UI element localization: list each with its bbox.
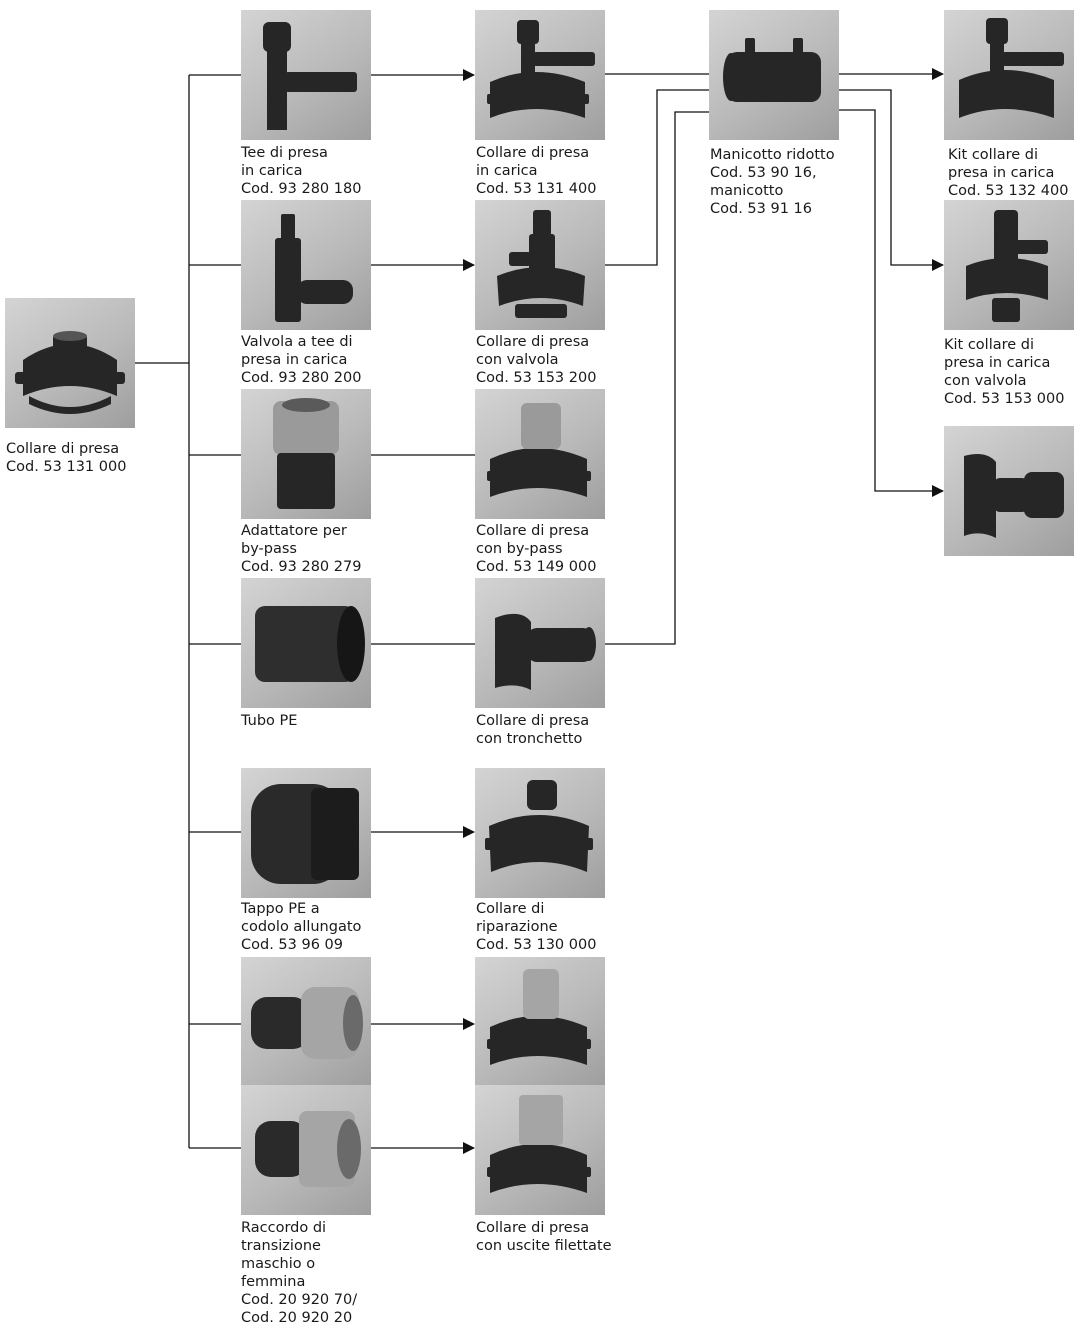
kit-caption: Kit collare di presa in carica con valvo… <box>944 337 1065 407</box>
arrow-line <box>839 109 944 497</box>
valve-tee-icon <box>241 200 371 330</box>
saddle-female-thread-icon <box>475 1085 605 1215</box>
accessory-caption: Tubo PE <box>241 713 298 729</box>
result-caption: Collare di presa con by-pass Cod. 53 149… <box>476 523 597 575</box>
saddle-tee-icon <box>475 10 605 140</box>
female-adapter-icon <box>241 1085 371 1215</box>
kit-caption: Kit collare di presa in carica Cod. 53 1… <box>948 147 1069 199</box>
coupler-caption: Manicotto ridotto Cod. 53 90 16, manicot… <box>710 147 835 217</box>
kit-valve-icon <box>944 200 1074 330</box>
pipe-icon <box>241 578 371 708</box>
saddle-male-thread-icon <box>475 957 605 1087</box>
adapter-icon <box>241 389 371 519</box>
saddle-spigot-icon <box>475 578 605 708</box>
coupler-icon <box>709 10 839 140</box>
accessory-caption: Adattatore per by-pass Cod. 93 280 279 <box>241 523 362 575</box>
coupler-link-line <box>605 89 709 266</box>
tee-icon <box>241 10 371 140</box>
accessory-caption: Raccordo di transizione maschio o femmin… <box>241 1220 358 1326</box>
kit-spigot-icon <box>944 426 1074 556</box>
accessory-caption: Tappo PE a codolo allungato Cod. 53 96 0… <box>241 901 362 953</box>
accessory-caption: Tee di presa in carica Cod. 93 280 180 <box>241 145 362 197</box>
saddle-icon <box>5 298 135 428</box>
saddle-repair-icon <box>475 768 605 898</box>
source-caption: Collare di presa Cod. 53 131 000 <box>6 441 127 475</box>
accessory-caption: Valvola a tee di presa in carica Cod. 93… <box>241 334 362 386</box>
male-adapter-icon <box>241 957 371 1087</box>
saddle-bypass-icon <box>475 389 605 519</box>
result-caption: Collare di presa in carica Cod. 53 131 4… <box>476 145 597 197</box>
cap-icon <box>241 768 371 898</box>
result-caption: Collare di presa con uscite filettate <box>476 1220 612 1254</box>
result-caption: Collare di riparazione Cod. 53 130 000 <box>476 901 597 953</box>
coupler-link-line <box>605 111 709 645</box>
result-caption: Collare di presa con valvola Cod. 53 153… <box>476 334 597 386</box>
saddle-valve-icon <box>475 200 605 330</box>
result-caption: Collare di presa con tronchetto <box>476 713 590 747</box>
arrow-line <box>839 89 944 271</box>
kit-tee-icon <box>944 10 1074 140</box>
